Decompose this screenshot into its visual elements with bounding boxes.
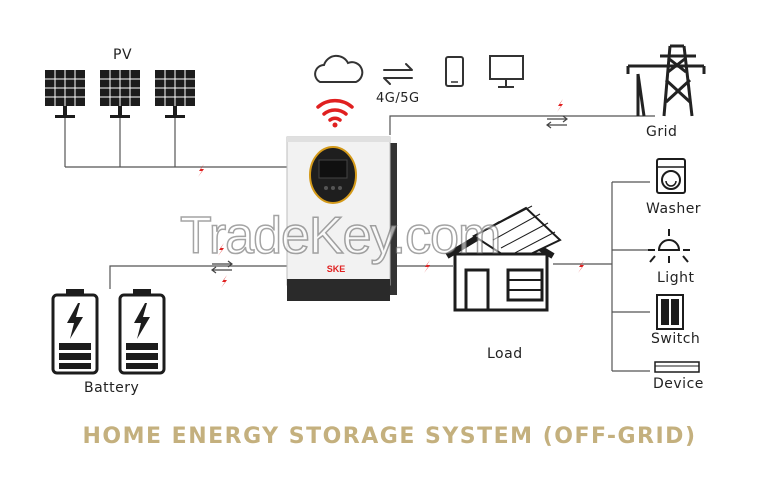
house-icon [445,205,562,312]
light-label: Light [657,270,695,286]
watermark: TradeKey.com [179,206,502,266]
grid-label: Grid [646,124,678,140]
washer-icon [656,158,686,194]
comm-label: 4G/5G [376,91,420,106]
monitor-icon [489,55,524,88]
switch-icon [656,294,684,330]
inverter-brand: SKE [327,264,346,274]
lightning-icon [221,275,227,288]
solar-panel-icon [99,69,141,119]
solar-panel-icon [154,69,196,119]
phone-icon [445,56,464,87]
cloud-icon [314,54,364,83]
sync-arrows-icon [383,63,413,85]
battery-bank [51,287,166,375]
load-label: Load [487,346,523,362]
lightning-icon [578,260,584,273]
lightning-icon [557,99,563,112]
solar-panels [44,69,196,119]
bidirectional-arrows-icon [546,115,568,129]
washer-label: Washer [646,201,702,217]
device-icon [654,361,700,373]
wiring [64,115,655,372]
solar-panel-icon [44,69,86,119]
wifi-icon [316,99,354,128]
inverter [286,136,397,301]
page-title: HOME ENERGY STORAGE SYSTEM (OFF-GRID) [82,424,697,449]
battery-icon [118,287,166,375]
device-label: Device [653,376,704,392]
battery-icon [51,287,99,375]
lightning-icon [198,164,204,177]
pv-label: PV [113,47,133,63]
power-tower-icon [626,44,706,117]
switch-label: Switch [651,331,701,347]
battery-label: Battery [84,380,140,396]
light-icon [648,229,690,263]
